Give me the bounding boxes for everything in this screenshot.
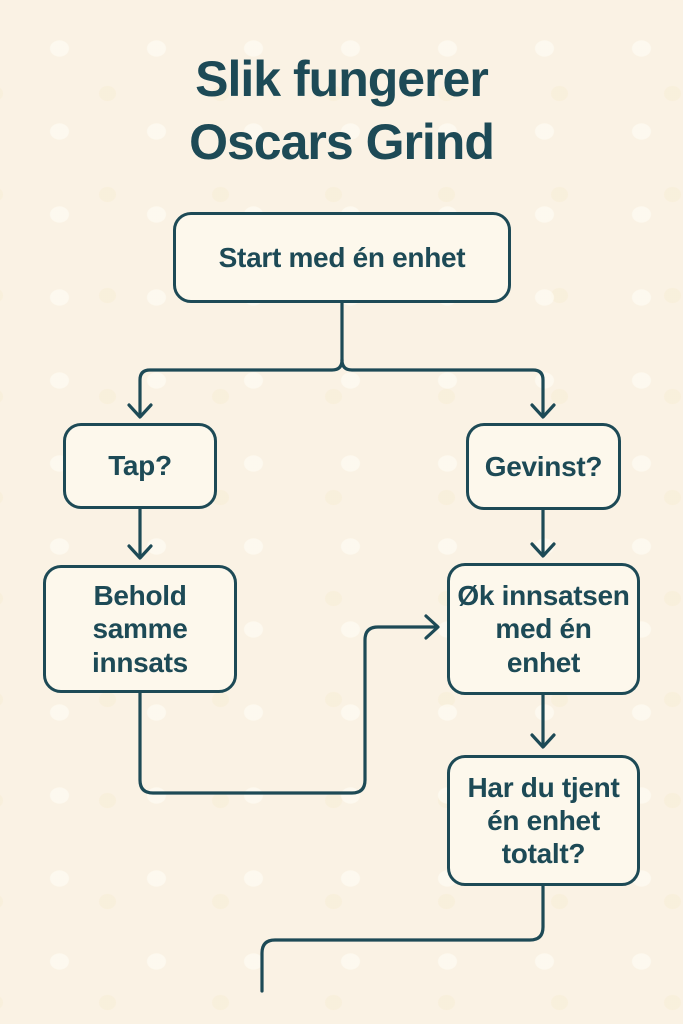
node-tjent: Har du tjent én enhet totalt? (447, 755, 640, 886)
arrowhead-gevinst-icon (530, 403, 556, 419)
edge-start-to-tap (138, 358, 344, 418)
node-oek-innsats: Øk innsatsen med én enhet (447, 563, 640, 695)
arrowhead-oek-icon (530, 542, 556, 558)
node-tap: Tap? (63, 423, 217, 509)
arrowhead-oek-left-icon (424, 614, 440, 640)
node-behold: Behold samme innsats (43, 565, 237, 693)
edge-tjent-exit (260, 884, 545, 993)
page-title: Slik fungerer Oscars Grind (189, 51, 495, 170)
arrowhead-tjent-icon (530, 733, 556, 749)
arrowhead-behold-icon (127, 544, 153, 560)
arrowhead-tap-icon (127, 403, 153, 419)
node-gevinst: Gevinst? (466, 423, 621, 510)
node-start: Start med én enhet (173, 212, 511, 303)
edge-start-to-gevinst (340, 358, 545, 418)
